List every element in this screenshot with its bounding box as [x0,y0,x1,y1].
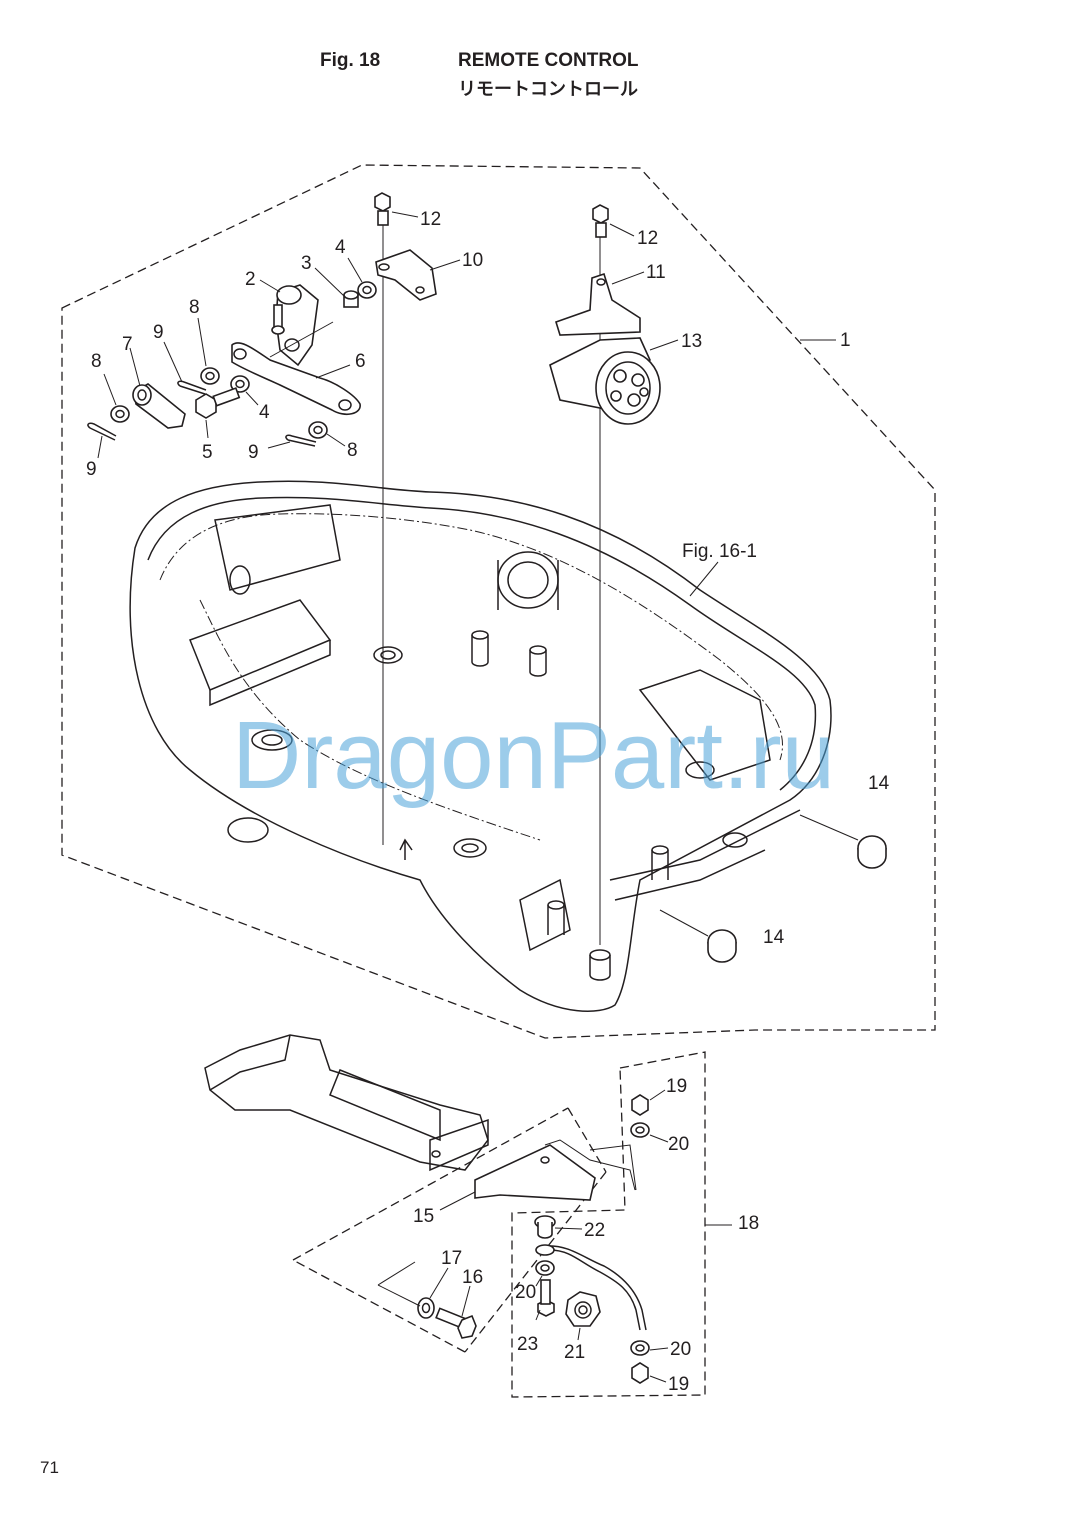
cotter-pin-9-b [87,422,117,441]
callout-8-c: 8 [347,440,358,461]
callout-20-top: 20 [668,1134,689,1155]
rod-end-7 [132,383,186,429]
washer-8-c [308,421,328,439]
callout-9-b: 9 [86,459,97,480]
cotter-pin-9-c [285,434,317,447]
callout-19-bottom: 19 [668,1374,689,1395]
callout-6: 6 [355,351,366,372]
bracket-15 [474,1144,596,1201]
callout-14-upper: 14 [868,773,890,794]
callout-20-mid: 20 [515,1282,536,1303]
bolt-23 [537,1279,555,1317]
figure-reference: Fig. 16-1 [682,541,757,562]
callout-13: 13 [681,331,702,352]
wire-rod-18 [549,1249,641,1331]
bracket-10 [375,249,437,301]
callout-9-c: 9 [248,442,259,463]
callout-1: 1 [840,330,851,351]
watermark: DragonPart.ru [232,702,835,809]
link-rod-6 [231,342,361,416]
collar-3 [343,290,359,308]
figure-title-japanese: リモートコントロール [458,79,638,100]
assembly-1-boundary [61,164,936,1039]
grommet-14-upper [857,835,887,869]
bolt-5 [195,387,241,419]
grommet-14-lower [707,929,737,963]
callout-20-bottom: 20 [670,1339,691,1360]
bracket-15-boundary [292,1107,607,1353]
callout-23: 23 [517,1334,538,1355]
callout-5: 5 [202,442,213,463]
callout-16: 16 [462,1267,483,1288]
callout-3: 3 [301,253,312,274]
washer-8-b [110,405,130,423]
callout-18: 18 [738,1213,759,1234]
assembly-18-boundary [511,1051,706,1398]
callout-11: 11 [646,262,666,283]
washer-17 [417,1297,435,1319]
callout-12-right: 12 [637,228,658,249]
figure-number: Fig. 18 [320,50,381,71]
washer-4-top [357,281,377,299]
callout-14-lower: 14 [763,927,785,948]
callout-4-bottom: 4 [259,402,270,423]
callout-10: 10 [462,250,483,271]
callout-19-top: 19 [666,1076,687,1097]
bolt-12-right [592,204,609,238]
nut-19-bottom [631,1362,649,1384]
nut-21 [565,1291,601,1327]
callout-15: 15 [413,1206,434,1227]
bolt-16 [435,1307,477,1339]
callout-17: 17 [441,1248,462,1269]
collar-22 [534,1215,556,1239]
callout-8-b: 8 [91,351,102,372]
washer-20-top [630,1122,650,1138]
bolt-12-left [374,192,391,226]
washer-20-bottom [630,1340,650,1356]
figure-title: REMOTE CONTROL [458,50,639,71]
bracket-11 [555,272,641,336]
tiller-bracket [204,1034,489,1172]
callout-12-left: 12 [420,209,441,230]
washer-8-a [200,367,220,385]
callout-8-a: 8 [189,297,200,318]
callout-2: 2 [245,269,256,290]
cotter-pin-9-a [177,380,207,395]
remote-control-box-13 [549,337,661,425]
page-number: 71 [40,1458,59,1477]
callout-7: 7 [122,334,133,355]
callout-21: 21 [564,1342,585,1363]
callout-9-a: 9 [153,322,164,343]
nut-19-top [631,1094,649,1116]
bottom-cowling [129,480,832,1012]
washer-20-mid [535,1260,555,1276]
callout-4-top: 4 [335,237,346,258]
callout-22: 22 [584,1220,605,1241]
